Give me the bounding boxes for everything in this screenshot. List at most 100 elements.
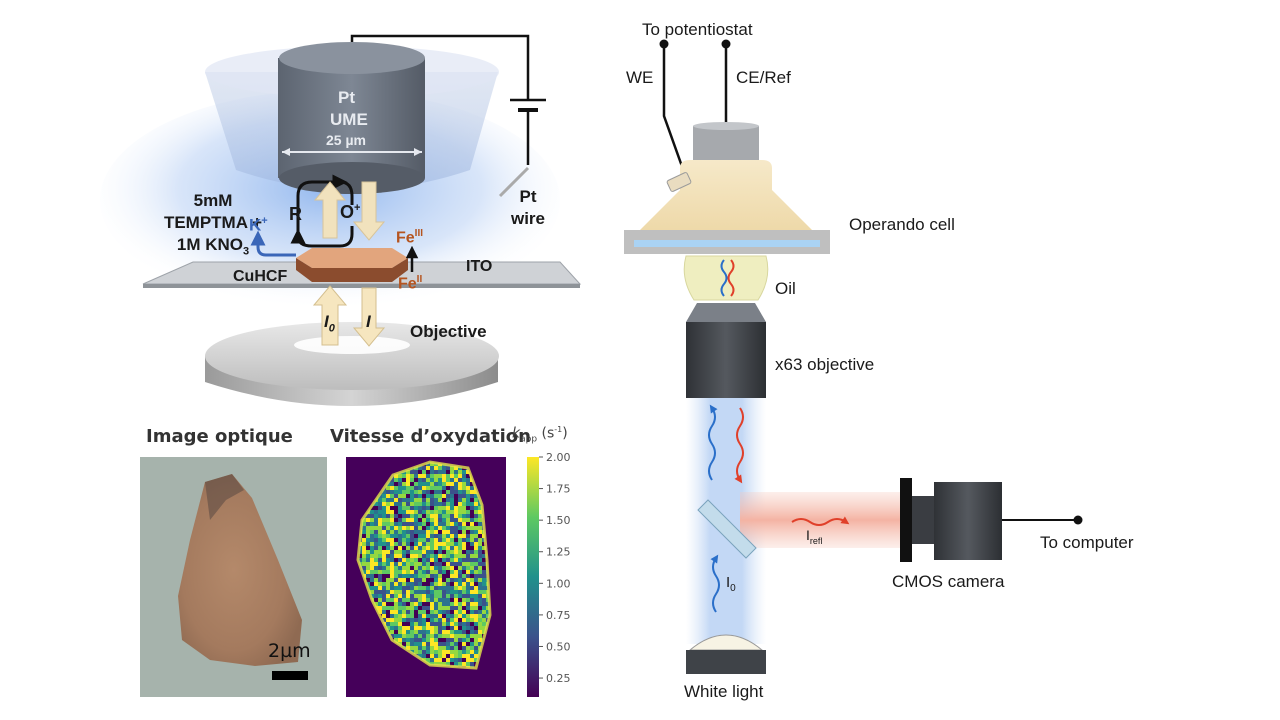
beam-splitter [697, 499, 757, 559]
white-light-source [686, 650, 766, 674]
objective-disc [205, 322, 499, 390]
cell-cap [693, 126, 759, 160]
reflected-beam [740, 492, 905, 548]
optical-image-panel [140, 457, 327, 697]
i0-right-label: I0 [726, 574, 736, 594]
colorbar-unit: (s [541, 425, 555, 442]
oil-label: Oil [775, 279, 796, 298]
optical-image-title: Image optique [146, 426, 293, 447]
computer-label: To computer [1040, 533, 1134, 552]
fe2-text: Fe [398, 275, 417, 293]
ce-ref-label: CE/Ref [736, 68, 791, 87]
fe3-label: FeIII [396, 228, 423, 247]
cmos-camera [934, 482, 1002, 560]
objective-tip [686, 303, 766, 322]
ume-label: UME [330, 110, 368, 129]
circuit-wire [350, 34, 530, 100]
pt-wire-line-2: wire [510, 209, 546, 228]
i0-right-sub: 0 [730, 583, 736, 594]
operando-cell-label: Operando cell [849, 215, 955, 234]
operando-cell [640, 160, 812, 230]
colorbar-tick-label: 1.75 [546, 483, 571, 496]
reflected-red-wave [791, 516, 850, 526]
lamp-lens [688, 634, 764, 651]
rate-map-pixels [358, 462, 490, 668]
solution-label: 5mM TEMPTMA + 1M KNO3 [148, 190, 278, 262]
we-label: WE [626, 68, 654, 87]
pt-wire-line-1: Pt [519, 187, 537, 206]
k-ion-label: K+ [249, 215, 268, 236]
colorbar-tick-label: 0.75 [546, 609, 571, 622]
objective-blue-wave [708, 404, 718, 481]
we-wire [662, 44, 686, 173]
cell-window [634, 240, 820, 247]
white-light-label: White light [684, 682, 764, 701]
colorbar-tick-label: 0.25 [546, 672, 571, 685]
solution-line-2: TEMPTMA + [163, 213, 263, 232]
pt-wire [498, 166, 530, 198]
colorbar [527, 457, 539, 697]
colorbar-symbol-sub: app [520, 434, 538, 445]
rate-map-rim [356, 460, 492, 670]
solution-salt: 1M KNO [176, 235, 243, 254]
cuhcf-crystal [296, 248, 408, 268]
ume-size-label: 25 µm [326, 132, 366, 148]
ume-tip [279, 162, 425, 194]
oxidation-arrow [313, 181, 347, 239]
i-refl-label: Irefl [806, 527, 822, 546]
colorbar-label: kapp (s-1) [512, 425, 568, 444]
cell-red-wave [727, 259, 735, 297]
camera-sensor [900, 478, 912, 562]
ume-label-pt: Pt [338, 88, 355, 107]
scale-bar-label: 2µm [268, 640, 311, 662]
redox-cycle-top [296, 174, 348, 236]
ito-label: ITO [466, 258, 493, 275]
colorbar-unit-end: ) [562, 425, 568, 442]
colorbar-tick-label: 1.00 [546, 577, 571, 590]
particle-optical [178, 474, 302, 666]
fe3-text: Fe [396, 229, 415, 247]
colorbar-tick-label: 1.50 [546, 514, 571, 527]
x63-objective [686, 322, 766, 398]
objective-red-wave [734, 407, 744, 484]
i0-label: I0 [324, 312, 335, 334]
colorbar-tick-label: 1.25 [546, 546, 571, 559]
solution-line-1: 5mM [193, 191, 233, 210]
i0-text: I [324, 312, 329, 331]
i0-right-text: I [726, 574, 731, 591]
we-port [666, 172, 692, 192]
oxidation-rate-map: 2.001.751.501.251.000.750.500.25 [346, 451, 571, 697]
i-refl-text: I [806, 527, 810, 543]
solution-line-3: 1M KNO3 [148, 234, 278, 262]
k-ion-arrow [250, 230, 296, 257]
k-ion-sup: + [261, 215, 268, 227]
fe2-label: FeII [398, 274, 422, 293]
cuhcf-label: CuHCF [233, 268, 288, 285]
objective-label: Objective [410, 322, 487, 341]
colorbar-unit-sup: -1 [554, 425, 563, 434]
scale-bar [272, 671, 308, 680]
i-label: I [366, 312, 371, 331]
reduced-species-label: R [289, 204, 302, 224]
colorbar-tick-label: 2.00 [546, 451, 571, 464]
oxidized-species-label: O+ [340, 202, 360, 223]
ume-cylinder [278, 58, 425, 178]
fe3-sup: III [414, 228, 424, 239]
x63-objective-label: x63 objective [775, 355, 875, 374]
ox-text: O [340, 202, 355, 222]
potentiostat-label: To potentiostat [642, 20, 753, 39]
reduction-arrow [352, 181, 386, 241]
right-setup [624, 39, 1083, 674]
i0-sub: 0 [328, 322, 335, 335]
cmos-camera-label: CMOS camera [892, 572, 1005, 591]
i-refl-sub: refl [809, 535, 823, 546]
ume-top [279, 42, 425, 74]
redox-cycle-bottom [290, 226, 354, 248]
reflected-light-arrow [352, 287, 386, 347]
solution-subscript: 3 [243, 245, 250, 258]
cell-blue-wave [720, 259, 728, 297]
ox-sup: + [354, 202, 361, 214]
k-ion-text: K [249, 215, 262, 235]
